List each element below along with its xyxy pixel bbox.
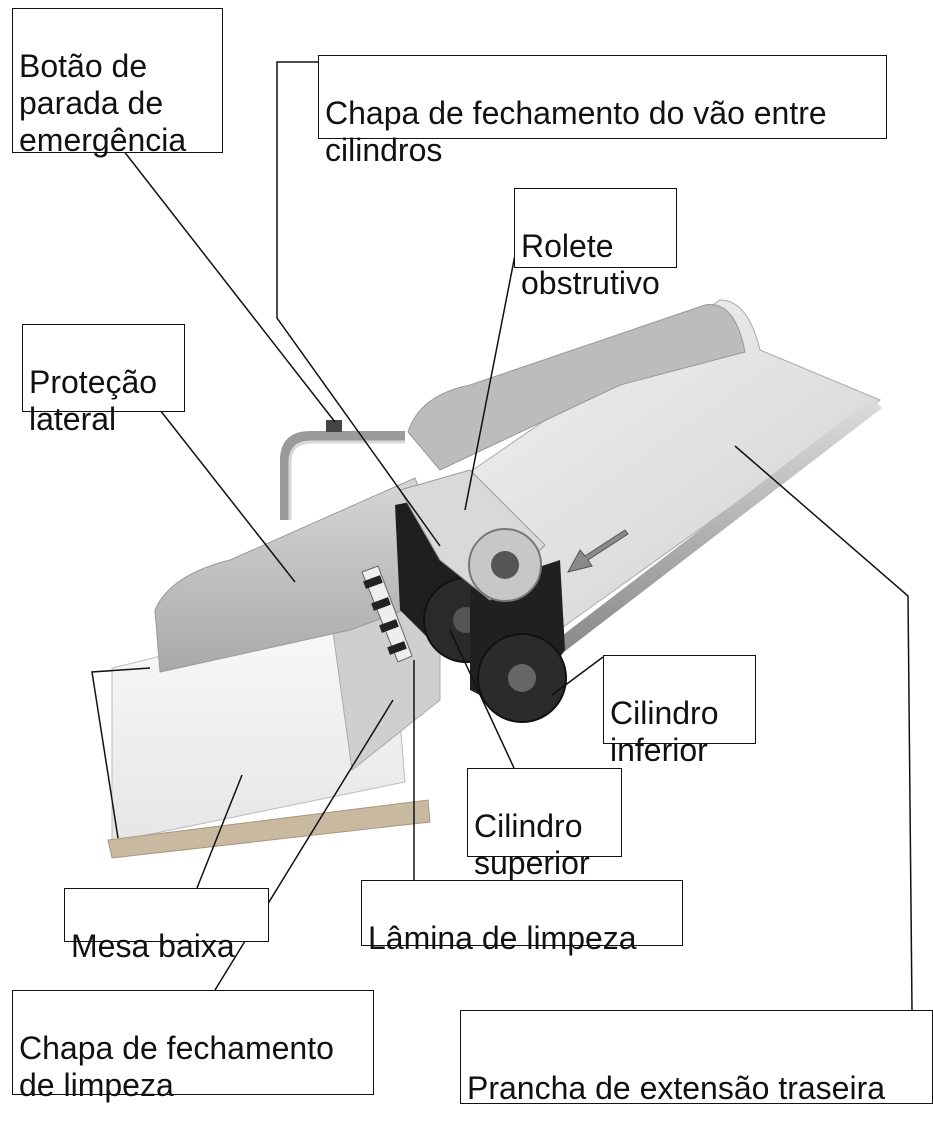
leader-mesa: [196, 774, 243, 889]
side-rod: [550, 398, 882, 655]
label-low-table: Mesa baixa: [64, 888, 269, 964]
label-rear-extension-board: Prancha de extensão traseira: [460, 1010, 933, 1106]
label-gap-closing-plate-text: Chapa de fechamento do vão entre cilindr…: [325, 95, 827, 168]
leader-cilindro-inferior: [551, 656, 604, 696]
label-gap-closing-plate: Chapa de fechamento do vão entre cilindr…: [318, 55, 887, 168]
label-side-protection-text: Proteção lateral: [29, 364, 158, 437]
direction-arrow: [567, 529, 629, 573]
back-shield: [407, 304, 746, 471]
leader-protecao: [159, 409, 296, 583]
label-rear-extension-board-text: Prancha de extensão traseira: [467, 1070, 886, 1106]
label-upper-cylinder-text: Cilindro superior: [474, 808, 590, 881]
leader-mesa-bracket: [91, 667, 151, 839]
label-cleaning-closing-plate-text: Chapa de fechamento de limpeza: [19, 1030, 334, 1103]
leader-chapa-vao: [276, 61, 441, 547]
label-emergency-stop-text: Botão de parada de emergência: [19, 48, 187, 158]
emergency-frame: [280, 431, 405, 520]
label-lower-cylinder: Cilindro inferior: [603, 655, 756, 768]
leader-botao: [122, 149, 336, 423]
label-cleaning-blade: Lâmina de limpeza: [361, 880, 683, 956]
label-low-table-text: Mesa baixa: [71, 928, 235, 964]
cleaning-rod: [361, 565, 413, 663]
label-cleaning-closing-plate: Chapa de fechamento de limpeza: [12, 990, 374, 1103]
label-upper-cylinder: Cilindro superior: [467, 768, 622, 881]
label-emergency-stop-button: Botão de parada de emergência: [12, 8, 223, 158]
label-obstructive-roller: Rolete obstrutivo: [514, 188, 677, 301]
machine-diagram: [91, 61, 913, 1011]
label-side-protection: Proteção lateral: [22, 324, 185, 437]
leader-rolete: [464, 254, 516, 511]
leader-prancha: [734, 445, 913, 1011]
label-obstructive-roller-text: Rolete obstrutivo: [521, 228, 660, 301]
emergency-button-shape: [326, 420, 342, 432]
label-cleaning-blade-text: Lâmina de limpeza: [368, 920, 637, 956]
label-lower-cylinder-text: Cilindro inferior: [610, 695, 719, 768]
leader-cilindro-superior: [449, 629, 515, 769]
